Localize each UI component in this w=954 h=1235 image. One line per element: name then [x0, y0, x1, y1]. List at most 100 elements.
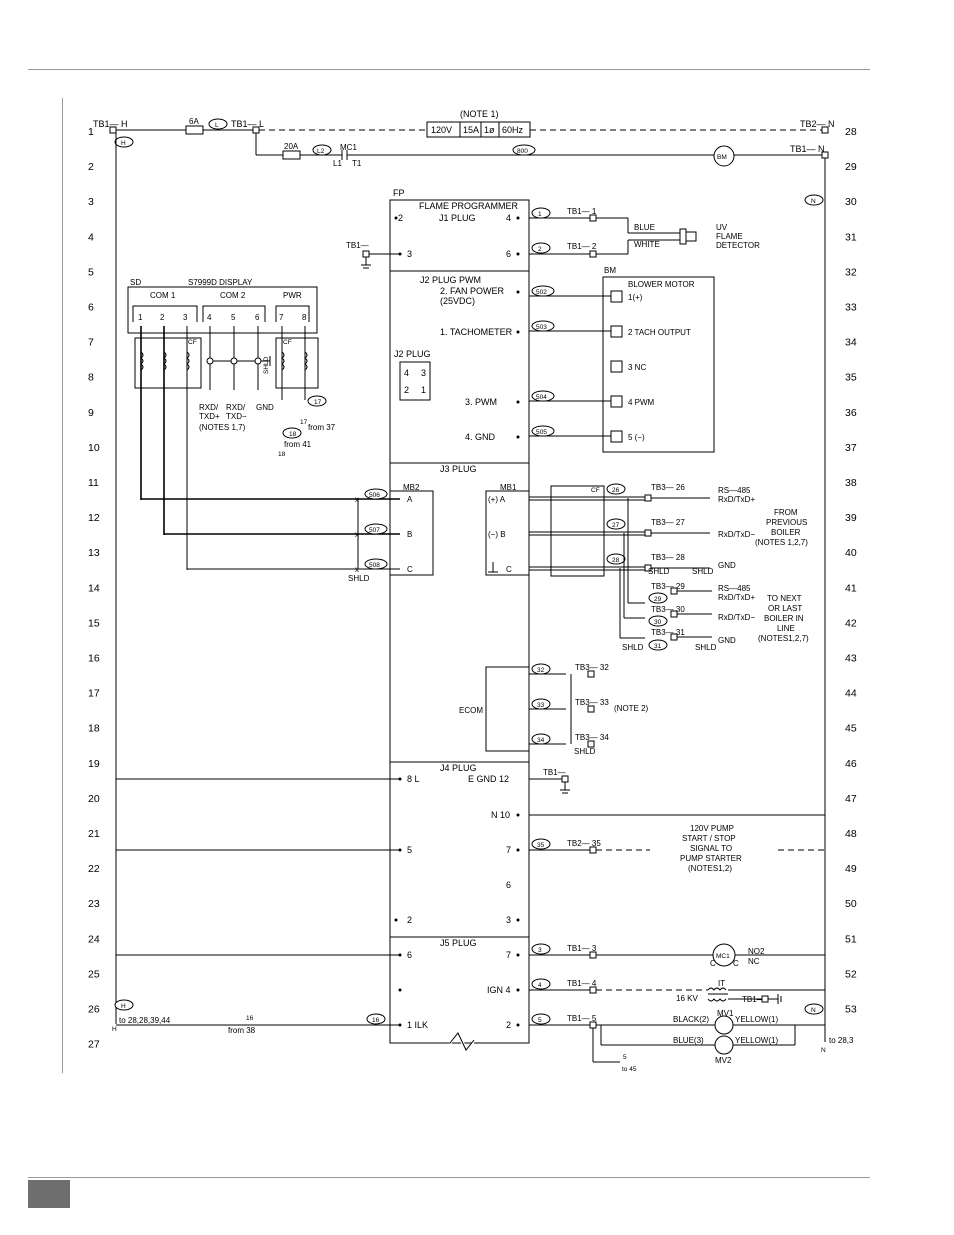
svg-text:1 ILK: 1 ILK — [407, 1020, 428, 1030]
svg-text:FP: FP — [393, 188, 405, 198]
svg-text:A: A — [407, 495, 413, 504]
ignition-transformer — [707, 987, 727, 991]
svg-text:2: 2 — [538, 246, 542, 253]
svg-text:2. FAN POWER: 2. FAN POWER — [440, 286, 505, 296]
row-number-right: 38 — [845, 477, 857, 489]
svg-text:3: 3 — [538, 947, 542, 954]
row-number-left: 17 — [88, 688, 100, 700]
svg-text:6: 6 — [255, 313, 260, 322]
row-number-left: 7 — [88, 337, 94, 349]
svg-text:RS—485: RS—485 — [718, 584, 751, 593]
svg-text:RS—485: RS—485 — [718, 486, 751, 495]
svg-text:TB1— 1: TB1— 1 — [567, 207, 597, 216]
svg-text:16: 16 — [372, 1017, 380, 1024]
svg-text:17: 17 — [300, 419, 308, 426]
svg-text:x: x — [355, 565, 359, 574]
svg-text:SHLD: SHLD — [348, 574, 370, 583]
flame-detector-wiring: TB1— 1 2 TB1— 1 TB1— 2 BLUE WHITE UV FLA… — [346, 207, 760, 269]
svg-text:28: 28 — [612, 557, 620, 564]
svg-text:(NOTES 1,7): (NOTES 1,7) — [199, 423, 246, 432]
row-number-right: 35 — [845, 372, 857, 384]
ecom-box — [485, 666, 530, 752]
svg-text:8 L: 8 L — [407, 774, 420, 784]
left-margin-rule — [62, 98, 63, 1073]
row-number-left: 15 — [88, 617, 100, 629]
svg-text:from 37: from 37 — [308, 423, 336, 432]
svg-text:SD: SD — [130, 278, 141, 287]
row-number-right: 50 — [845, 898, 857, 910]
svg-text:7: 7 — [279, 313, 284, 322]
svg-text:6: 6 — [407, 950, 412, 960]
svg-text:C: C — [710, 959, 716, 968]
row-number-right: 49 — [845, 863, 857, 875]
svg-text:J4 PLUG: J4 PLUG — [440, 763, 477, 773]
svg-text:MC1: MC1 — [340, 143, 357, 152]
row-number-right: 51 — [845, 933, 857, 945]
row-number-left: 26 — [88, 1004, 100, 1016]
row-number-left: 5 — [88, 266, 94, 278]
svg-text:YELLOW(1): YELLOW(1) — [735, 1036, 778, 1045]
row-numbers-right: 2829303132333435363738394041424344454647… — [845, 126, 857, 1016]
svg-text:1(+): 1(+) — [628, 293, 643, 302]
row-number-right: 30 — [845, 196, 857, 208]
row-number-right: 31 — [845, 231, 857, 243]
svg-text:5: 5 — [231, 313, 236, 322]
svg-text:to 28,3: to 28,3 — [829, 1036, 854, 1045]
fp-enclosure — [389, 199, 530, 1044]
svg-text:18: 18 — [278, 451, 286, 458]
svg-text:1: 1 — [421, 385, 426, 395]
svg-text:RXD/: RXD/ — [199, 403, 219, 412]
svg-text:31: 31 — [654, 643, 662, 650]
svg-text:GND: GND — [718, 636, 736, 645]
svg-text:E GND 12: E GND 12 — [468, 774, 509, 784]
svg-text:to 28,28,39,44: to 28,28,39,44 — [119, 1016, 171, 1025]
svg-text:RxD/TxD+: RxD/TxD+ — [718, 593, 755, 602]
terminal-tb1-n — [821, 151, 829, 159]
note1-label: (NOTE 1) — [460, 109, 499, 119]
s7999d-display: SD S7999D DISPLAY COM 1 COM 2 PWR 1 2 3 … — [127, 278, 336, 570]
svg-text:H: H — [112, 1026, 117, 1033]
svg-text:L1: L1 — [333, 159, 342, 168]
mb1-box — [485, 490, 530, 576]
mb2-box — [389, 490, 434, 576]
svg-text:32: 32 — [537, 667, 545, 674]
svg-text:(NOTES1,2,7): (NOTES1,2,7) — [758, 634, 809, 643]
page-number-tab — [28, 1180, 70, 1208]
svg-text:34: 34 — [537, 737, 545, 744]
svg-text:TB2— 35: TB2— 35 — [567, 839, 601, 848]
svg-text:18: 18 — [289, 431, 297, 438]
svg-text:MV2: MV2 — [715, 1056, 732, 1065]
rail-terminations: H to 28,28,39,44 H 16 from 38 N to 28,3 … — [112, 999, 854, 1054]
svg-text:8: 8 — [302, 313, 307, 322]
svg-text:4 PWM: 4 PWM — [628, 398, 655, 407]
row-number-left: 4 — [88, 231, 94, 243]
mb2-block: MB2 A B C xxx 506 507 508 SHLD — [141, 483, 434, 583]
svg-text:SHLD: SHLD — [574, 747, 596, 756]
svg-text:508: 508 — [369, 562, 380, 569]
row-number-left: 22 — [88, 863, 100, 875]
svg-text:5: 5 — [538, 1017, 542, 1024]
svg-text:2: 2 — [407, 915, 412, 925]
svg-text:WHITE: WHITE — [634, 240, 660, 249]
svg-text:TO NEXT: TO NEXT — [767, 594, 802, 603]
svg-text:YELLOW(1): YELLOW(1) — [735, 1015, 778, 1024]
svg-text:J5 PLUG: J5 PLUG — [440, 938, 477, 948]
svg-text:MB1: MB1 — [500, 483, 517, 492]
svg-text:C: C — [733, 959, 739, 968]
svg-text:1: 1 — [538, 211, 542, 218]
svg-text:GND: GND — [256, 403, 274, 412]
svg-text:(NOTES 1,2,7): (NOTES 1,2,7) — [755, 538, 808, 547]
row-number-left: 24 — [88, 933, 100, 945]
row-number-right: 41 — [845, 582, 857, 594]
uv-detector-symbol — [679, 228, 687, 245]
svg-text:BLOWER MOTOR: BLOWER MOTOR — [628, 280, 695, 289]
cf-choke-com1 — [134, 337, 202, 389]
svg-text:TB1— 2: TB1— 2 — [567, 242, 597, 251]
svg-text:6A: 6A — [189, 117, 199, 126]
row-number-right: 44 — [845, 688, 857, 700]
tag-l — [208, 118, 228, 130]
row-number-right: 34 — [845, 337, 857, 349]
svg-text:BOILER: BOILER — [771, 528, 801, 537]
svg-text:J3 PLUG: J3 PLUG — [440, 464, 477, 474]
svg-text:T1: T1 — [352, 159, 362, 168]
